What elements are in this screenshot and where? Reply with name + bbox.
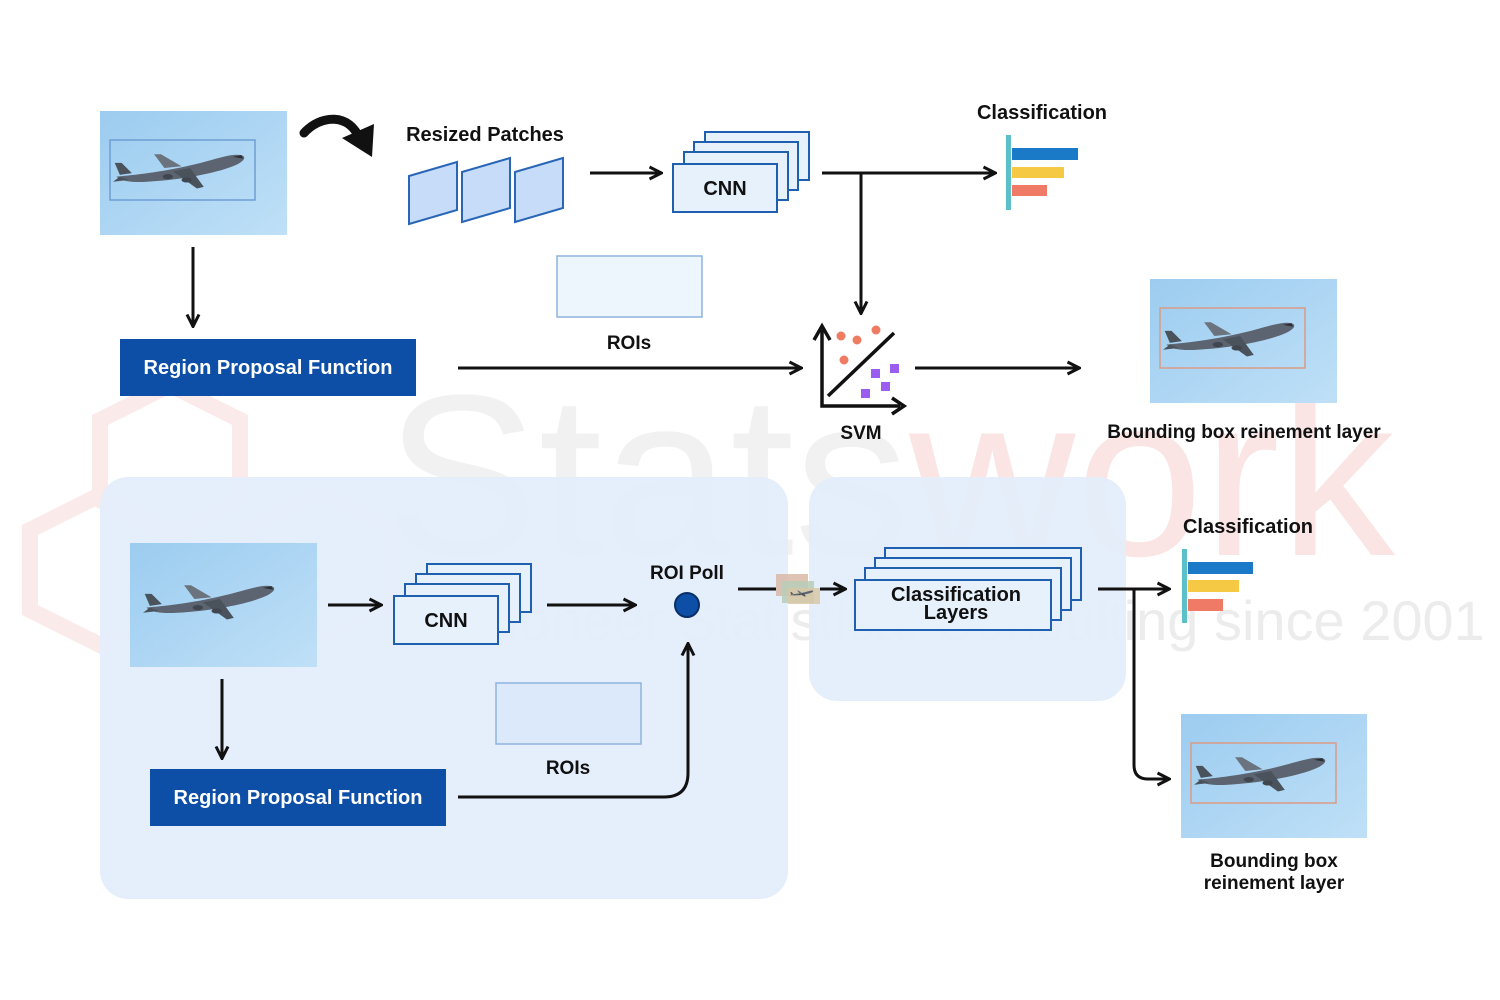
- output-image-fast-rcnn: [1181, 714, 1367, 838]
- classification-label-top: Classification: [977, 102, 1107, 124]
- patch-1: [408, 160, 458, 226]
- classification-layers-stack: [854, 547, 1082, 631]
- output-image-rcnn: [1150, 279, 1337, 403]
- patch-3: [514, 156, 564, 224]
- bar-chart-icon: [1182, 549, 1253, 623]
- region-proposal-label-top: Region Proposal Function: [144, 357, 393, 379]
- bbox-refinement-label-top: Bounding box reinement layer: [1107, 422, 1381, 443]
- cnn-stack-bottom: [393, 563, 532, 645]
- cnn-label-top: CNN: [703, 178, 746, 200]
- bbox-refinement-label-bottom-1: Bounding box: [1210, 851, 1338, 872]
- arrow-layers-to-bbox: [1132, 589, 1168, 779]
- resized-patches: [408, 156, 564, 226]
- region-proposal-box-top: [120, 339, 416, 396]
- rois-box-bottom: [495, 682, 642, 745]
- region-proposal-label-bottom: Region Proposal Function: [174, 787, 423, 809]
- classification-label-bottom: Classification: [1183, 516, 1313, 538]
- bar-chart-icon: [1006, 135, 1078, 210]
- cnn-stack-top: [672, 131, 810, 213]
- cnn-label-bottom: CNN: [424, 610, 467, 632]
- bbox-refinement-label-bottom-2: reinement layer: [1204, 873, 1345, 894]
- roi-pool-node: [674, 592, 700, 618]
- rois-label-bottom: ROIs: [546, 758, 590, 779]
- patch-2: [461, 156, 511, 224]
- fast-rcnn-panel: [100, 477, 788, 899]
- roi-pool-label: ROI Poll: [650, 563, 724, 584]
- feature-thumbnails: [776, 574, 820, 604]
- input-image-rcnn: [100, 111, 287, 235]
- input-image-fast-rcnn: [130, 543, 317, 667]
- rois-box-top: [556, 255, 703, 318]
- rois-label-top: ROIs: [607, 333, 651, 354]
- region-proposal-box-bottom: [150, 769, 446, 826]
- curved-arrow-icon: [299, 114, 374, 157]
- classification-layers-label-2: Layers: [924, 602, 989, 624]
- classification-layers-label-1: Classification: [891, 584, 1021, 606]
- svm-label: SVM: [840, 423, 881, 444]
- resized-patches-label: Resized Patches: [406, 124, 564, 146]
- scatter-plot-icon: [812, 322, 908, 416]
- arrow-region-proposal-to-roi-pool: [458, 645, 688, 799]
